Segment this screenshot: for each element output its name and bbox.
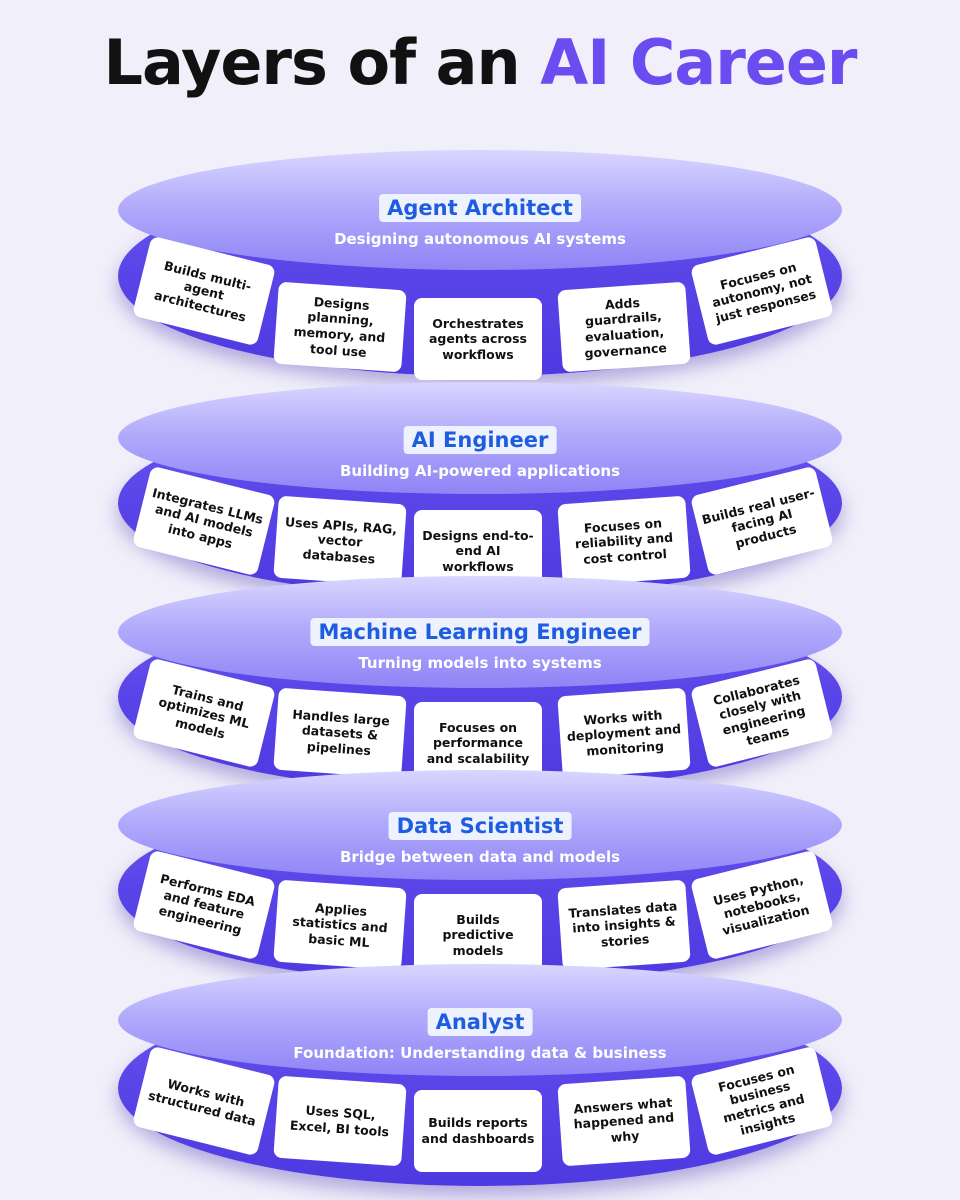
layer-agent-architect: Agent Architect Designing autonomous AI … bbox=[118, 150, 842, 380]
layer-subtitle: Foundation: Understanding data & busines… bbox=[293, 1044, 667, 1062]
skill-card: Uses SQL, Excel, BI tools bbox=[273, 1075, 407, 1167]
layer-title: Agent Architect bbox=[379, 194, 581, 222]
layer-subtitle: Designing autonomous AI systems bbox=[334, 230, 626, 248]
skill-card: Builds reports and dashboards bbox=[414, 1090, 542, 1172]
layer-data-scientist: Data Scientist Bridge between data and m… bbox=[118, 770, 842, 988]
layer-subtitle: Building AI-powered applications bbox=[339, 462, 621, 480]
layer-title: Machine Learning Engineer bbox=[310, 618, 650, 646]
layer-analyst: Analyst Foundation: Understanding data &… bbox=[118, 964, 842, 1190]
skill-card: Handles large datasets & pipelines bbox=[273, 687, 407, 779]
skill-card: Works with deployment and monitoring bbox=[557, 687, 691, 779]
layer-subtitle: Turning models into systems bbox=[358, 654, 602, 672]
layer-title: AI Engineer bbox=[403, 426, 557, 454]
skill-card: Translates data into insights & stories bbox=[557, 879, 691, 971]
layer-title: Data Scientist bbox=[388, 812, 572, 840]
layer-subtitle: Bridge between data and models bbox=[339, 848, 621, 866]
skill-card: Focuses on reliability and cost control bbox=[557, 495, 691, 587]
page-title: Layers of an AI Career bbox=[0, 26, 960, 99]
skill-card: Uses APIs, RAG, vector databases bbox=[273, 495, 407, 587]
title-part1: Layers of an bbox=[103, 26, 541, 99]
skill-card: Builds predictive models bbox=[414, 894, 542, 976]
layer-machine-learning-engineer: Machine Learning Engineer Turning models… bbox=[118, 576, 842, 796]
title-accent: AI Career bbox=[540, 26, 857, 99]
skill-card: Designs planning, memory, and tool use bbox=[273, 281, 407, 373]
layer-ai-engineer: AI Engineer Building AI-powered applicat… bbox=[118, 382, 842, 602]
skill-card: Answers what happened and why bbox=[557, 1075, 691, 1167]
skill-card: Orchestrates agents across workflows bbox=[414, 298, 542, 380]
skill-card: Applies statistics and basic ML bbox=[273, 879, 407, 971]
skill-card: Adds guardrails, evaluation, governance bbox=[557, 281, 691, 373]
layer-title: Analyst bbox=[427, 1008, 533, 1036]
